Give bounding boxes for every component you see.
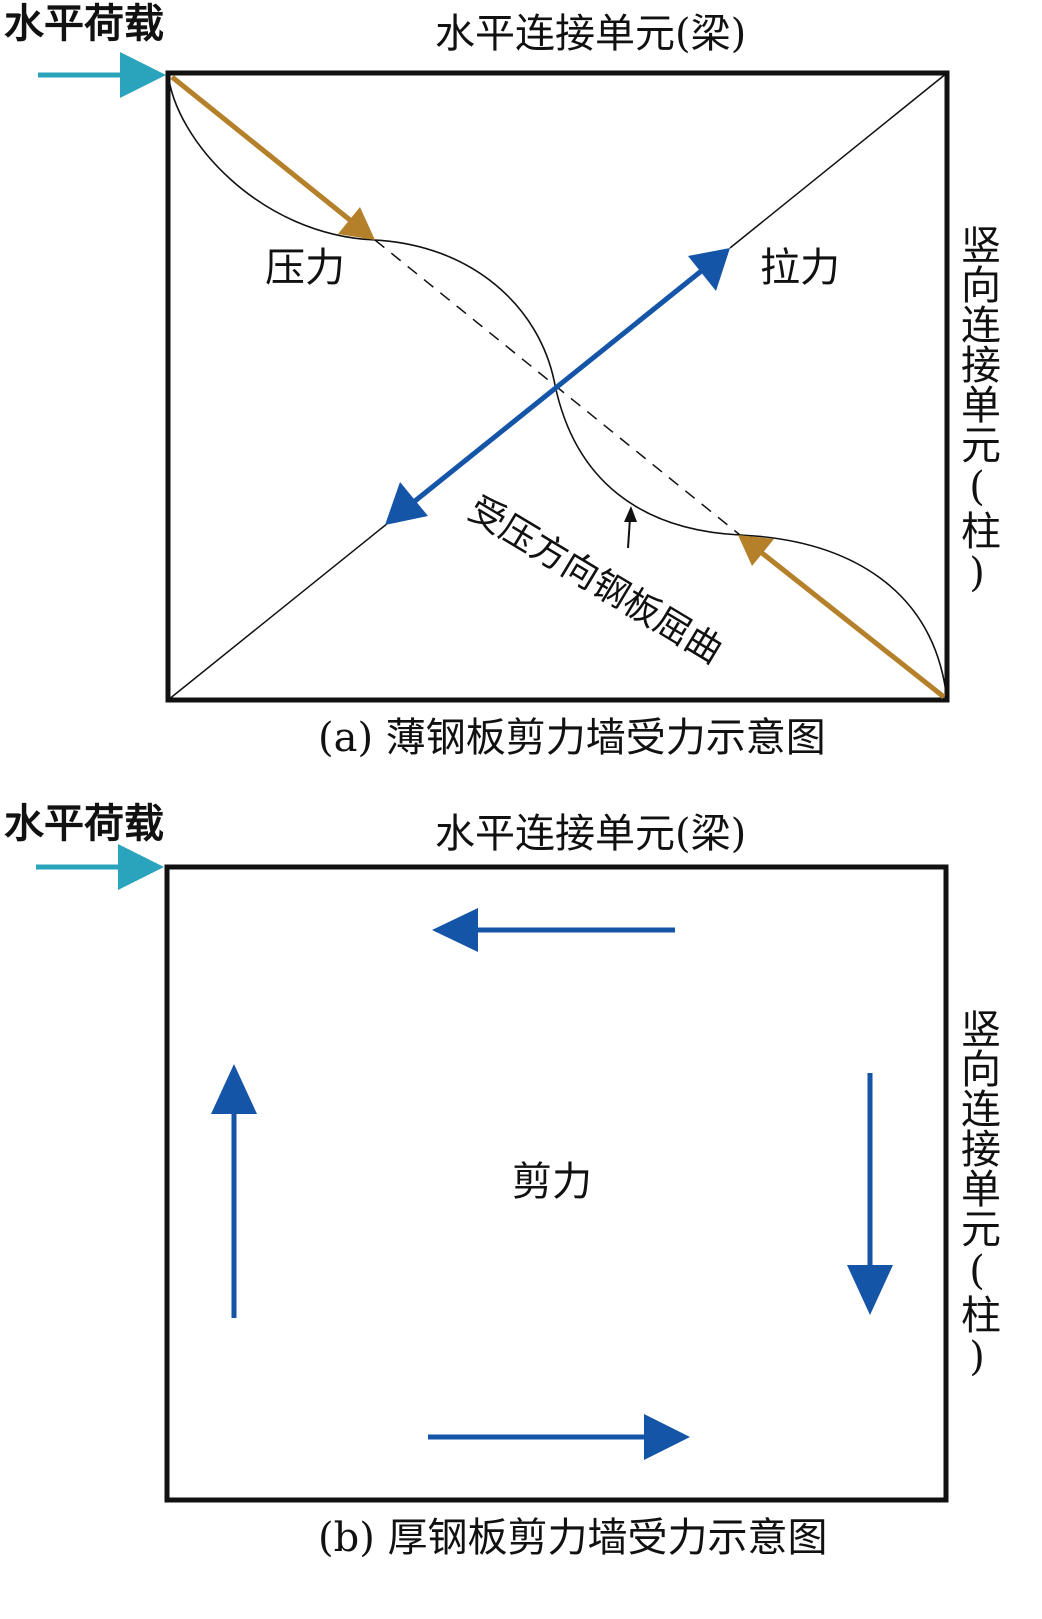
- column-label-a: 竖向连接单元(柱): [954, 224, 1000, 596]
- load-arrow-a-head: [120, 52, 166, 98]
- column-label-b: 竖向连接单元(柱): [954, 1008, 1000, 1380]
- compression-arrow-upper-head: [338, 207, 375, 240]
- shear-arrow-right-head: [847, 1265, 893, 1315]
- compression-arrow-upper-shaft: [170, 75, 352, 222]
- buckling-leader-head: [624, 506, 637, 522]
- caption-b: (b) 厚钢板剪力墙受力示意图: [318, 1515, 828, 1561]
- horizontal-load-label-a: 水平荷载: [4, 0, 164, 47]
- panel-b-thick-plate: 水平荷载 水平连接单元(梁) 竖向连接单元(柱) 剪力 (b) 厚钢板剪力墙受力…: [0, 800, 1042, 1619]
- shear-arrow-bottom-head: [644, 1414, 690, 1460]
- frame-b: [164, 864, 949, 1503]
- compression-label: 压力: [265, 245, 345, 291]
- beam-label-a: 水平连接单元(梁): [435, 11, 747, 57]
- shear-arrow-top-head: [432, 908, 478, 952]
- panel-b-diagram: [36, 844, 949, 1503]
- tension-diagonal-upper: [729, 72, 948, 249]
- tension-diagonal-lower: [167, 522, 389, 701]
- compression-arrow-lower-shaft: [760, 551, 946, 699]
- beam-label-b: 水平连接单元(梁): [435, 811, 747, 857]
- shear-label: 剪力: [512, 1159, 592, 1205]
- tension-label: 拉力: [760, 245, 840, 291]
- tension-arrow-head-lower: [385, 482, 428, 525]
- caption-a: (a) 薄钢板剪力墙受力示意图: [318, 715, 826, 761]
- compression-arrow-lower-head: [738, 535, 774, 566]
- load-arrow-b-head: [118, 844, 164, 890]
- tension-arrow-shaft: [408, 266, 707, 507]
- tension-arrow-head-upper: [688, 248, 730, 291]
- panel-a-diagram: [38, 52, 950, 703]
- buckling-curve: [167, 72, 948, 701]
- frame-a: [165, 70, 950, 703]
- panel-a-thin-plate: 水平荷载 水平连接单元(梁) 竖向连接单元(柱) 压力 拉力 受压方向钢板屈曲 …: [0, 0, 1042, 790]
- horizontal-load-label-b: 水平荷载: [4, 800, 164, 847]
- shear-arrow-left-head: [211, 1064, 257, 1114]
- buckling-leader-shaft: [627, 517, 631, 549]
